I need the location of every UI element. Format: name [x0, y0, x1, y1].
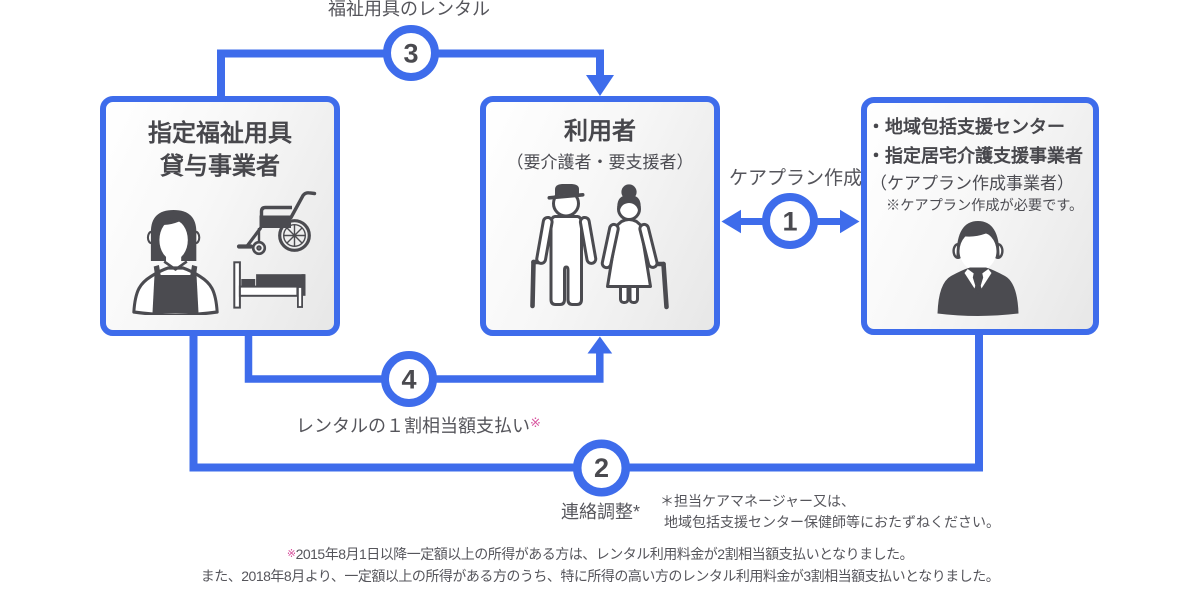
svg-text:2: 2: [594, 453, 609, 483]
svg-text:3: 3: [403, 39, 418, 69]
svg-text:4: 4: [401, 365, 416, 395]
svg-text:1: 1: [782, 207, 797, 237]
